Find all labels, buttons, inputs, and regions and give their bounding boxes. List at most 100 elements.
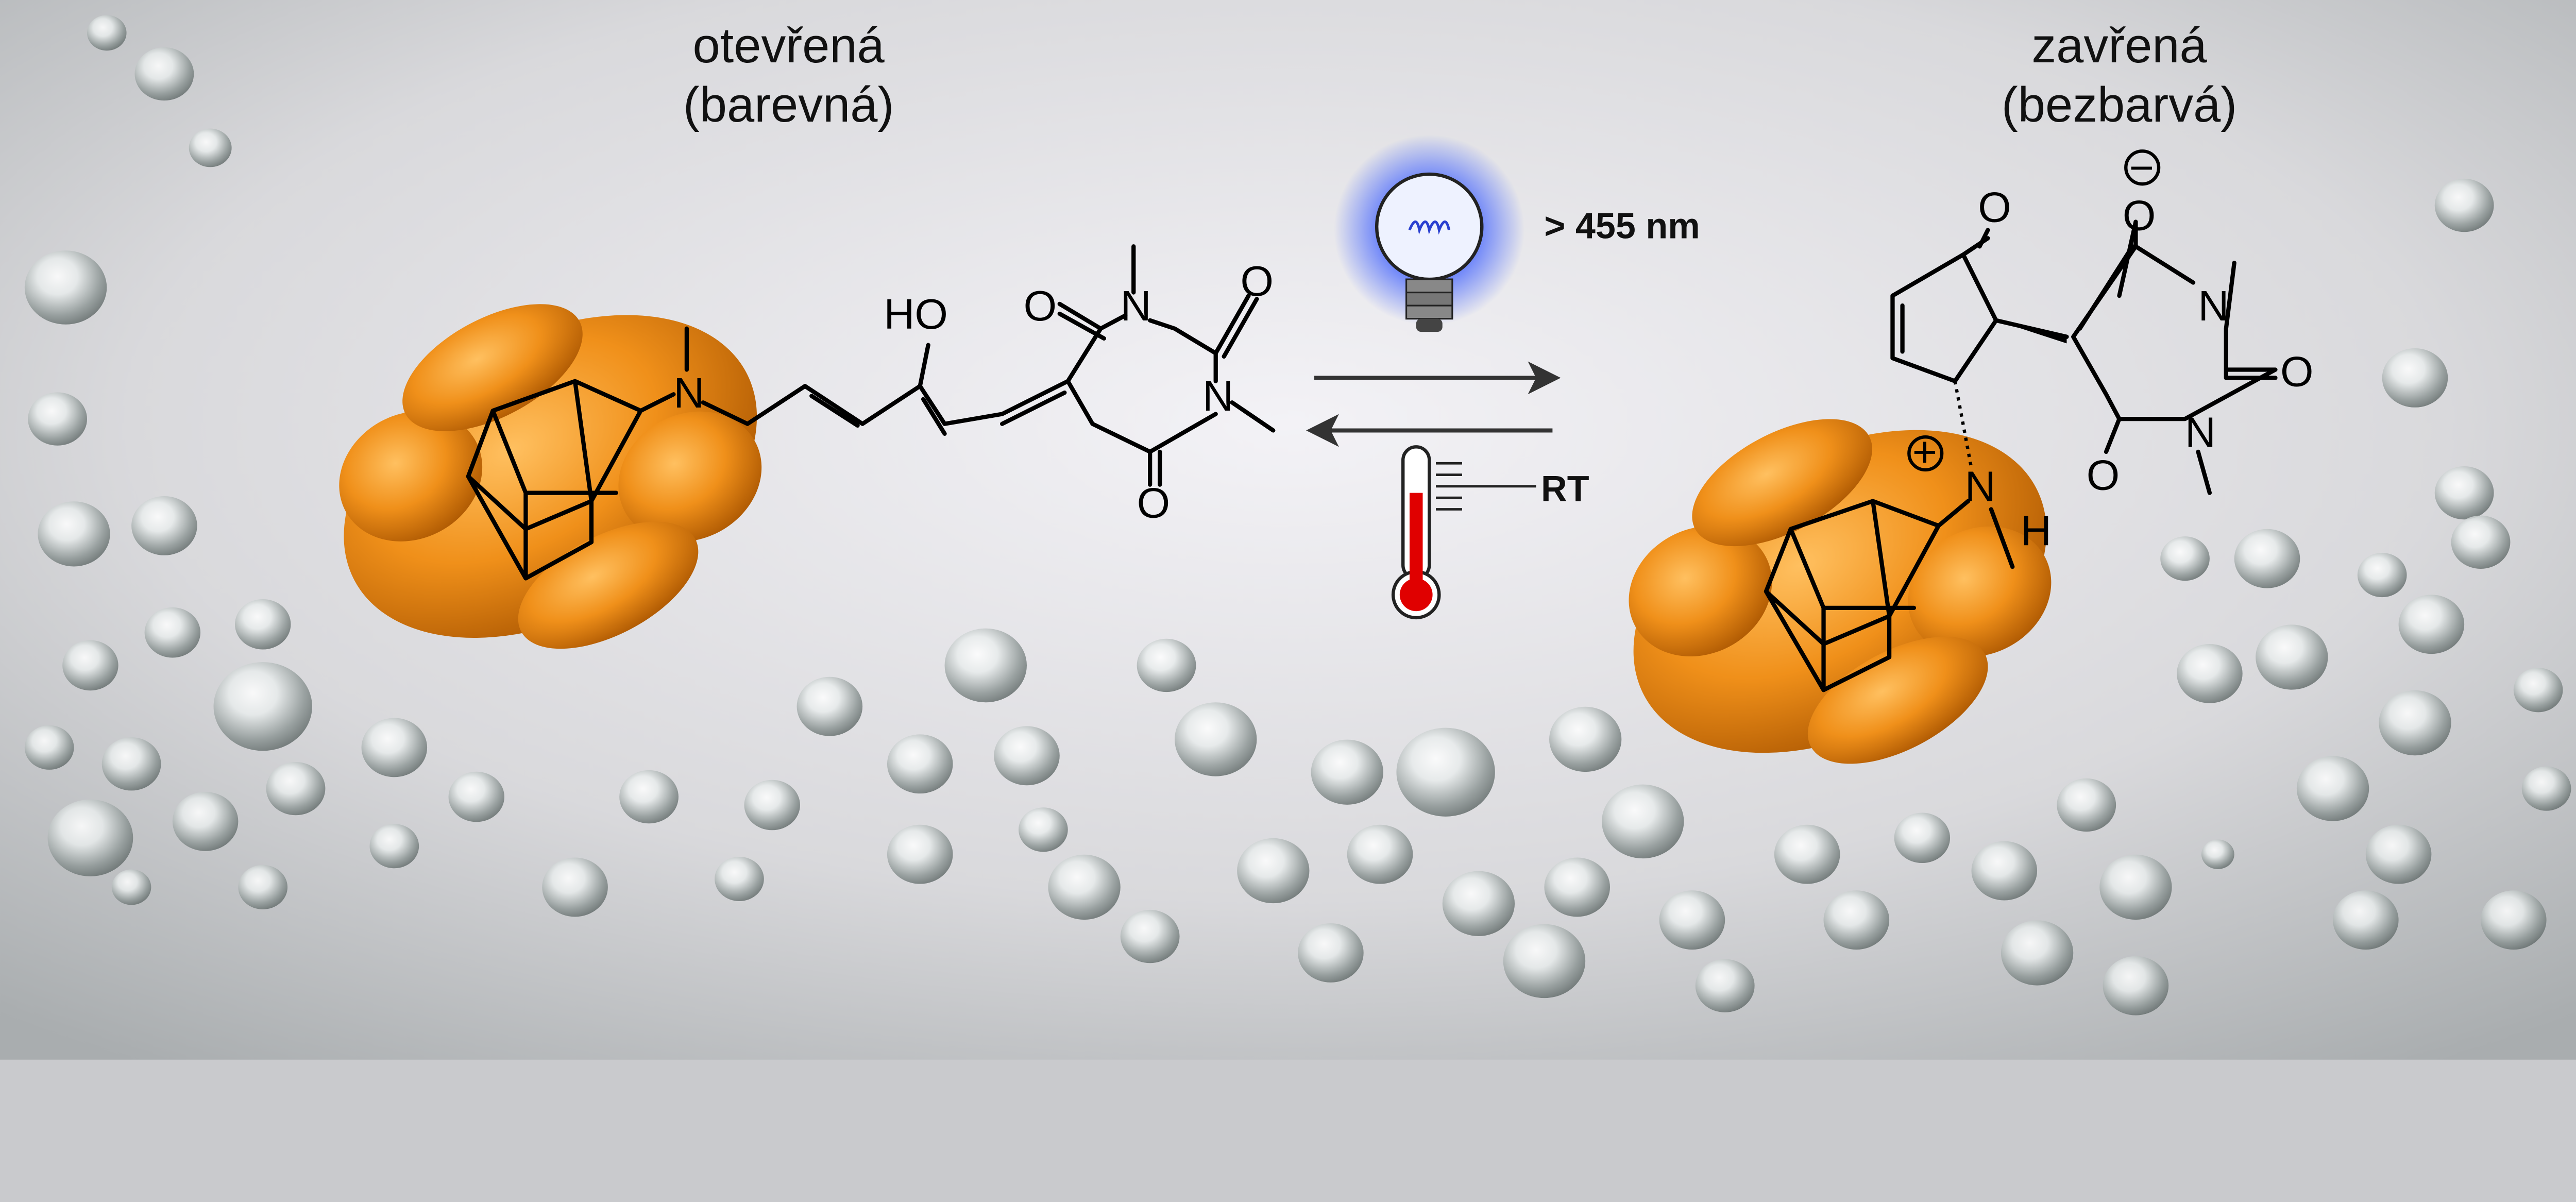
water-droplet bbox=[994, 726, 1060, 786]
water-droplet bbox=[1298, 923, 1364, 983]
water-droplet bbox=[266, 761, 326, 816]
water-droplet bbox=[2201, 839, 2234, 869]
water-droplet bbox=[1137, 638, 1196, 692]
water-droplet bbox=[2177, 644, 2243, 703]
water-droplet bbox=[2434, 178, 2494, 232]
water-droplet bbox=[2234, 529, 2300, 588]
water-droplet bbox=[1544, 857, 1610, 917]
water-droplet bbox=[1048, 854, 1121, 920]
water-droplet bbox=[2333, 890, 2399, 950]
atom-h: H bbox=[2021, 507, 2052, 555]
water-droplet bbox=[2296, 756, 2369, 821]
light-bulb-icon bbox=[1334, 134, 1525, 332]
atom-o-carbonyl-1: O bbox=[2280, 347, 2313, 395]
atom-o-carbonyl-2: O bbox=[2087, 451, 2120, 499]
atom-o-2: O bbox=[1241, 257, 1274, 305]
atom-n-amine: N bbox=[673, 369, 704, 417]
water-droplet bbox=[24, 250, 107, 325]
water-droplet bbox=[2481, 890, 2547, 950]
water-droplet bbox=[87, 15, 127, 51]
water-droplet bbox=[2103, 956, 2169, 1015]
water-droplet bbox=[1396, 727, 1495, 817]
water-droplet bbox=[2357, 553, 2407, 598]
water-droplet bbox=[1894, 812, 1951, 864]
water-droplet bbox=[1774, 824, 1840, 884]
water-droplet bbox=[1442, 871, 1515, 936]
water-droplet bbox=[796, 676, 863, 736]
water-droplet bbox=[235, 599, 291, 650]
water-droplet bbox=[111, 869, 151, 905]
water-droplet bbox=[2256, 624, 2328, 690]
water-droplet bbox=[2099, 854, 2172, 920]
water-droplet bbox=[134, 47, 194, 101]
water-droplet bbox=[28, 392, 88, 446]
water-droplet bbox=[715, 856, 764, 902]
water-droplet bbox=[2451, 515, 2511, 569]
atom-n-ring-2: N bbox=[2185, 408, 2216, 456]
water-droplet bbox=[1503, 924, 1586, 998]
water-droplet bbox=[1602, 784, 1684, 859]
open-form-note: (barevná) bbox=[683, 77, 894, 132]
adamantane-right bbox=[1764, 499, 2015, 692]
zwitterion-closed-form: O O − N O N O N H + bbox=[1890, 144, 2313, 555]
plus-sign: + bbox=[1912, 428, 1937, 476]
light-condition: > 455 nm bbox=[1544, 205, 1700, 246]
water-droplet bbox=[369, 824, 419, 869]
atom-o-enolate: O bbox=[2123, 191, 2156, 239]
water-droplet bbox=[1971, 841, 2038, 901]
negative-charge-icon bbox=[2124, 149, 2161, 186]
water-droplet bbox=[2365, 824, 2432, 884]
atom-o-ketone: O bbox=[1978, 183, 2011, 231]
water-droplet bbox=[887, 824, 953, 884]
scheme-canvas: otevřená (barevná) zavřená (bezbarvá) N … bbox=[0, 0, 2576, 1060]
water-droplet bbox=[2001, 920, 2074, 986]
water-droplet bbox=[744, 780, 800, 831]
water-droplet bbox=[542, 857, 608, 917]
water-droplet bbox=[101, 737, 161, 791]
thermometer-icon bbox=[1391, 445, 1536, 620]
water-droplet bbox=[1823, 890, 1890, 950]
water-droplet bbox=[131, 496, 197, 555]
water-droplet bbox=[1237, 838, 1310, 904]
water-droplets bbox=[24, 15, 2571, 1015]
water-droplet bbox=[189, 128, 232, 167]
atom-n-ammonium: N bbox=[1965, 463, 1996, 511]
water-droplet bbox=[2379, 690, 2451, 756]
water-droplet bbox=[1695, 959, 1755, 1012]
cucurbituril-host-left bbox=[339, 304, 762, 649]
reaction-scheme: otevřená (barevná) zavřená (bezbarvá) N … bbox=[0, 0, 2576, 1060]
water-droplet bbox=[144, 607, 201, 658]
water-droplet bbox=[1019, 807, 1068, 852]
water-droplet bbox=[1120, 909, 1180, 963]
atom-n-ring-2: N bbox=[1202, 372, 1233, 420]
water-droplet bbox=[2382, 348, 2448, 408]
adamantane-left bbox=[466, 379, 643, 581]
water-droplet bbox=[2057, 778, 2116, 832]
water-droplet bbox=[619, 770, 679, 824]
water-droplet bbox=[1659, 890, 1725, 950]
water-droplet bbox=[213, 662, 312, 751]
merocyanine-open-form: N HO N N O O O bbox=[638, 244, 1276, 527]
water-droplet bbox=[361, 718, 428, 777]
water-droplet bbox=[1549, 706, 1622, 772]
open-form-title: otevřená bbox=[692, 18, 885, 73]
water-droplet bbox=[1347, 824, 1413, 884]
water-droplet bbox=[2513, 668, 2563, 713]
minus-sign: − bbox=[2129, 144, 2154, 192]
water-droplet bbox=[944, 628, 1027, 703]
water-droplet bbox=[1174, 702, 1257, 776]
water-droplet bbox=[2160, 536, 2210, 581]
atom-o-1: O bbox=[1024, 282, 1057, 330]
atom-n-ring-1: N bbox=[1121, 282, 1151, 330]
water-droplet bbox=[38, 501, 110, 567]
atom-ho: HO bbox=[884, 290, 948, 338]
water-droplet bbox=[2521, 766, 2571, 811]
closed-form-note: (bezbarvá) bbox=[2002, 77, 2237, 132]
closed-form-title: zavřená bbox=[2031, 18, 2207, 73]
water-droplet bbox=[1311, 739, 1383, 805]
cucurbituril-host-right bbox=[1629, 419, 2052, 764]
water-droplet bbox=[238, 865, 288, 909]
water-droplet bbox=[172, 791, 239, 851]
water-droplet bbox=[47, 799, 133, 876]
water-droplet bbox=[887, 734, 953, 794]
